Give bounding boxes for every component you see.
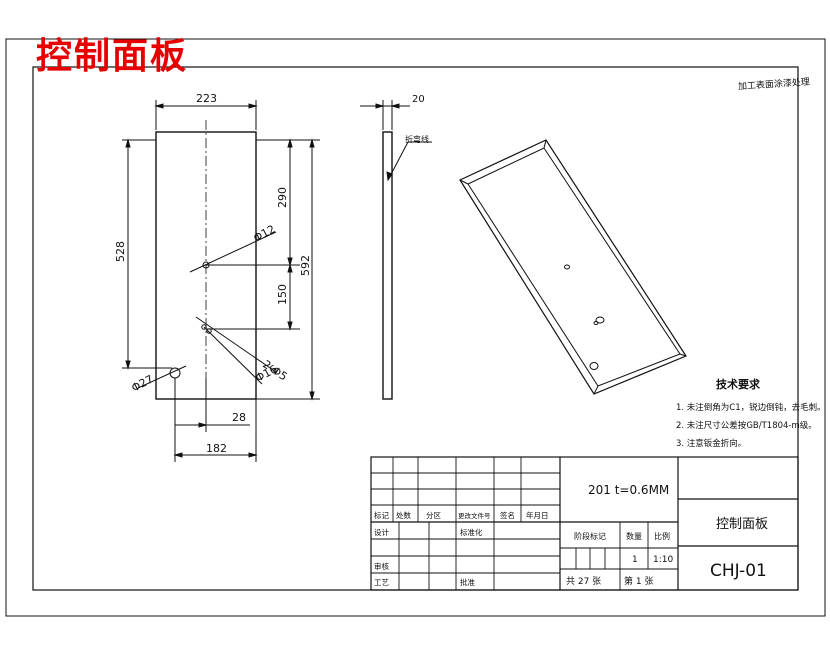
iso-hole-mid-b bbox=[593, 321, 599, 325]
front-view bbox=[122, 100, 320, 462]
dim-height-total: 592 bbox=[299, 255, 312, 276]
iso-hole-bottom bbox=[589, 362, 599, 370]
sheet-total: 共 27 张 bbox=[566, 576, 601, 587]
tech-item-1: 1. 未注倒角为C1，锐边倒钝，去毛刺。 bbox=[676, 402, 826, 413]
iso-hole-top bbox=[564, 264, 570, 270]
sheet-number: 第 1 张 bbox=[624, 575, 653, 587]
dim-hole-d12: Φ12 bbox=[251, 223, 277, 245]
dim-offset: 28 bbox=[232, 411, 246, 424]
title-block bbox=[370, 456, 799, 591]
hole-d5-b bbox=[206, 328, 212, 334]
dim-upper-segment: 290 bbox=[276, 187, 289, 208]
hole-d5-a bbox=[201, 324, 207, 330]
tech-requirements: 技术要求 1. 未注倒角为C1，锐边倒钝，去毛刺。 2. 未注尺寸公差按GB/T… bbox=[676, 377, 826, 449]
front-view-labels: 223 528 290 592 150 Φ12 2-Φ5 Φ16 Φ27 28 … bbox=[114, 92, 312, 455]
rev-label-count: 处数 bbox=[396, 510, 411, 520]
side-view bbox=[360, 100, 432, 400]
iso-view bbox=[459, 139, 687, 395]
side-outline bbox=[382, 131, 393, 400]
tech-item-2: 2. 未注尺寸公差按GB/T1804-m级。 bbox=[676, 420, 817, 431]
dim-height-left: 528 bbox=[114, 241, 127, 262]
drawing-number: CHJ-01 bbox=[710, 561, 767, 581]
scale-value: 1:10 bbox=[653, 555, 673, 565]
rev-label-sign: 签名 bbox=[500, 510, 515, 520]
rev-label-change-doc: 更改文件号 bbox=[458, 511, 491, 520]
stage-label: 阶段标记 bbox=[574, 531, 606, 541]
process-label: 工艺 bbox=[374, 578, 389, 587]
outer-border bbox=[5, 38, 826, 617]
dim-width-bottom: 182 bbox=[206, 442, 227, 455]
rev-label-date: 年月日 bbox=[526, 510, 549, 520]
scale-label: 比例 bbox=[654, 531, 670, 541]
top-right-note: 加工表面涂漆处理 bbox=[738, 76, 811, 93]
quantity-value: 1 bbox=[632, 555, 638, 565]
material-spec: 201 t=0.6MM bbox=[588, 483, 669, 497]
tech-heading: 技术要求 bbox=[716, 377, 761, 391]
approve-label: 批准 bbox=[460, 577, 475, 587]
tech-item-3: 3. 注意钣金折向。 bbox=[676, 438, 746, 449]
dim-hole-d27: Φ27 bbox=[129, 373, 155, 395]
part-name: 控制面板 bbox=[716, 517, 768, 532]
iso-hole-mid bbox=[595, 316, 605, 324]
dim-width-top: 223 bbox=[196, 92, 217, 105]
hole-d12 bbox=[202, 261, 210, 269]
title-block-text: 标记 处数 分区 更改文件号 签名 年月日 设计 标准化 审核 工艺 批准 20… bbox=[374, 483, 768, 587]
design-label: 设计 bbox=[374, 527, 389, 537]
standard-label: 标准化 bbox=[460, 527, 483, 537]
iso-outer bbox=[459, 139, 687, 395]
inner-frame bbox=[32, 66, 799, 591]
quantity-label: 数量 bbox=[626, 531, 642, 541]
review-label: 审核 bbox=[374, 561, 389, 571]
dim-thickness: 20 bbox=[412, 94, 425, 105]
rev-label-mark: 标记 bbox=[374, 510, 389, 520]
bend-note: 折弯线 bbox=[405, 134, 429, 144]
rev-label-zone: 分区 bbox=[426, 511, 441, 520]
dim-hole-spacing: 150 bbox=[276, 284, 289, 305]
overlay-title: 控制面板 bbox=[36, 35, 189, 77]
